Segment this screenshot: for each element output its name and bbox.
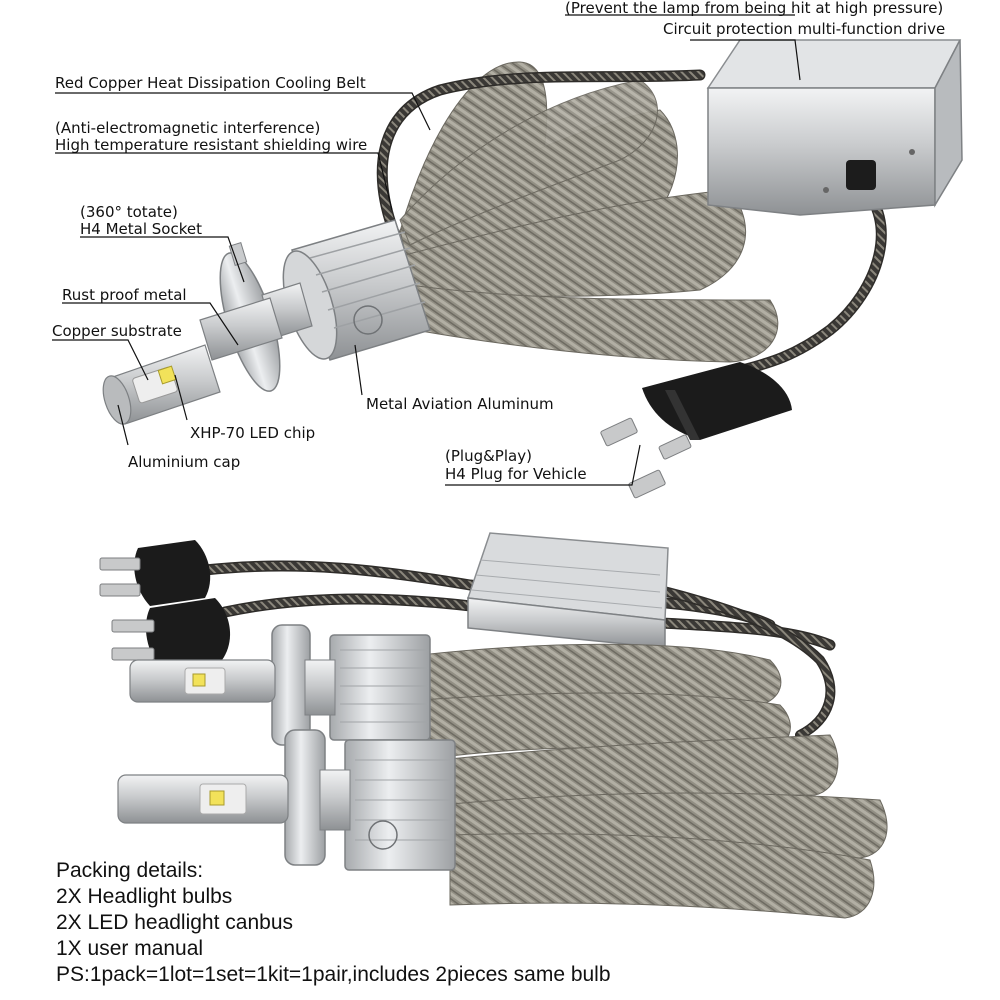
packing-title: Packing details: xyxy=(56,859,204,882)
driver-box-bottom xyxy=(466,532,669,649)
label-plug-note: (Plug&Play) xyxy=(445,447,532,465)
packing-line: 2X Headlight bulbs xyxy=(56,885,233,908)
callout-lines xyxy=(52,14,801,486)
packing-details: Packing details: 2X Headlight bulbs 2X L… xyxy=(56,858,611,988)
label-chip: XHP-70 LED chip xyxy=(190,424,316,442)
packing-line: PS:1pack=1lot=1set=1kit=1pair,includes 2… xyxy=(56,963,611,986)
label-drive: Circuit protection multi-function drive xyxy=(663,20,946,38)
label-drive-note: (Prevent the lamp from being hit at high… xyxy=(565,0,944,17)
label-rust: Rust proof metal xyxy=(62,286,187,304)
led-bulb-bottom-2 xyxy=(117,729,456,871)
h4-plugs-bottom xyxy=(99,540,231,668)
label-socket-note: (360° totate) xyxy=(80,203,178,221)
cooling-belt-top xyxy=(394,61,779,363)
packing-line: 2X LED headlight canbus xyxy=(56,911,293,934)
packing-line: 1X user manual xyxy=(56,937,204,960)
label-shield: High temperature resistant shielding wir… xyxy=(55,136,368,154)
label-plug: H4 Plug for Vehicle xyxy=(445,465,587,483)
driver-box-top xyxy=(706,39,963,216)
label-shield-note: (Anti-electromagnetic interference) xyxy=(55,119,321,137)
led-bulb-bottom-1 xyxy=(129,624,431,746)
label-socket: H4 Metal Socket xyxy=(80,220,202,238)
led-bulb-top xyxy=(102,219,431,425)
h4-plug-top xyxy=(600,362,792,499)
label-copper: Copper substrate xyxy=(52,322,182,340)
cooling-belt-bottom xyxy=(419,643,888,919)
label-aviation: Metal Aviation Aluminum xyxy=(366,395,554,413)
label-cap: Aluminium cap xyxy=(128,453,241,471)
label-cooling-belt: Red Copper Heat Dissipation Cooling Belt xyxy=(55,74,366,92)
